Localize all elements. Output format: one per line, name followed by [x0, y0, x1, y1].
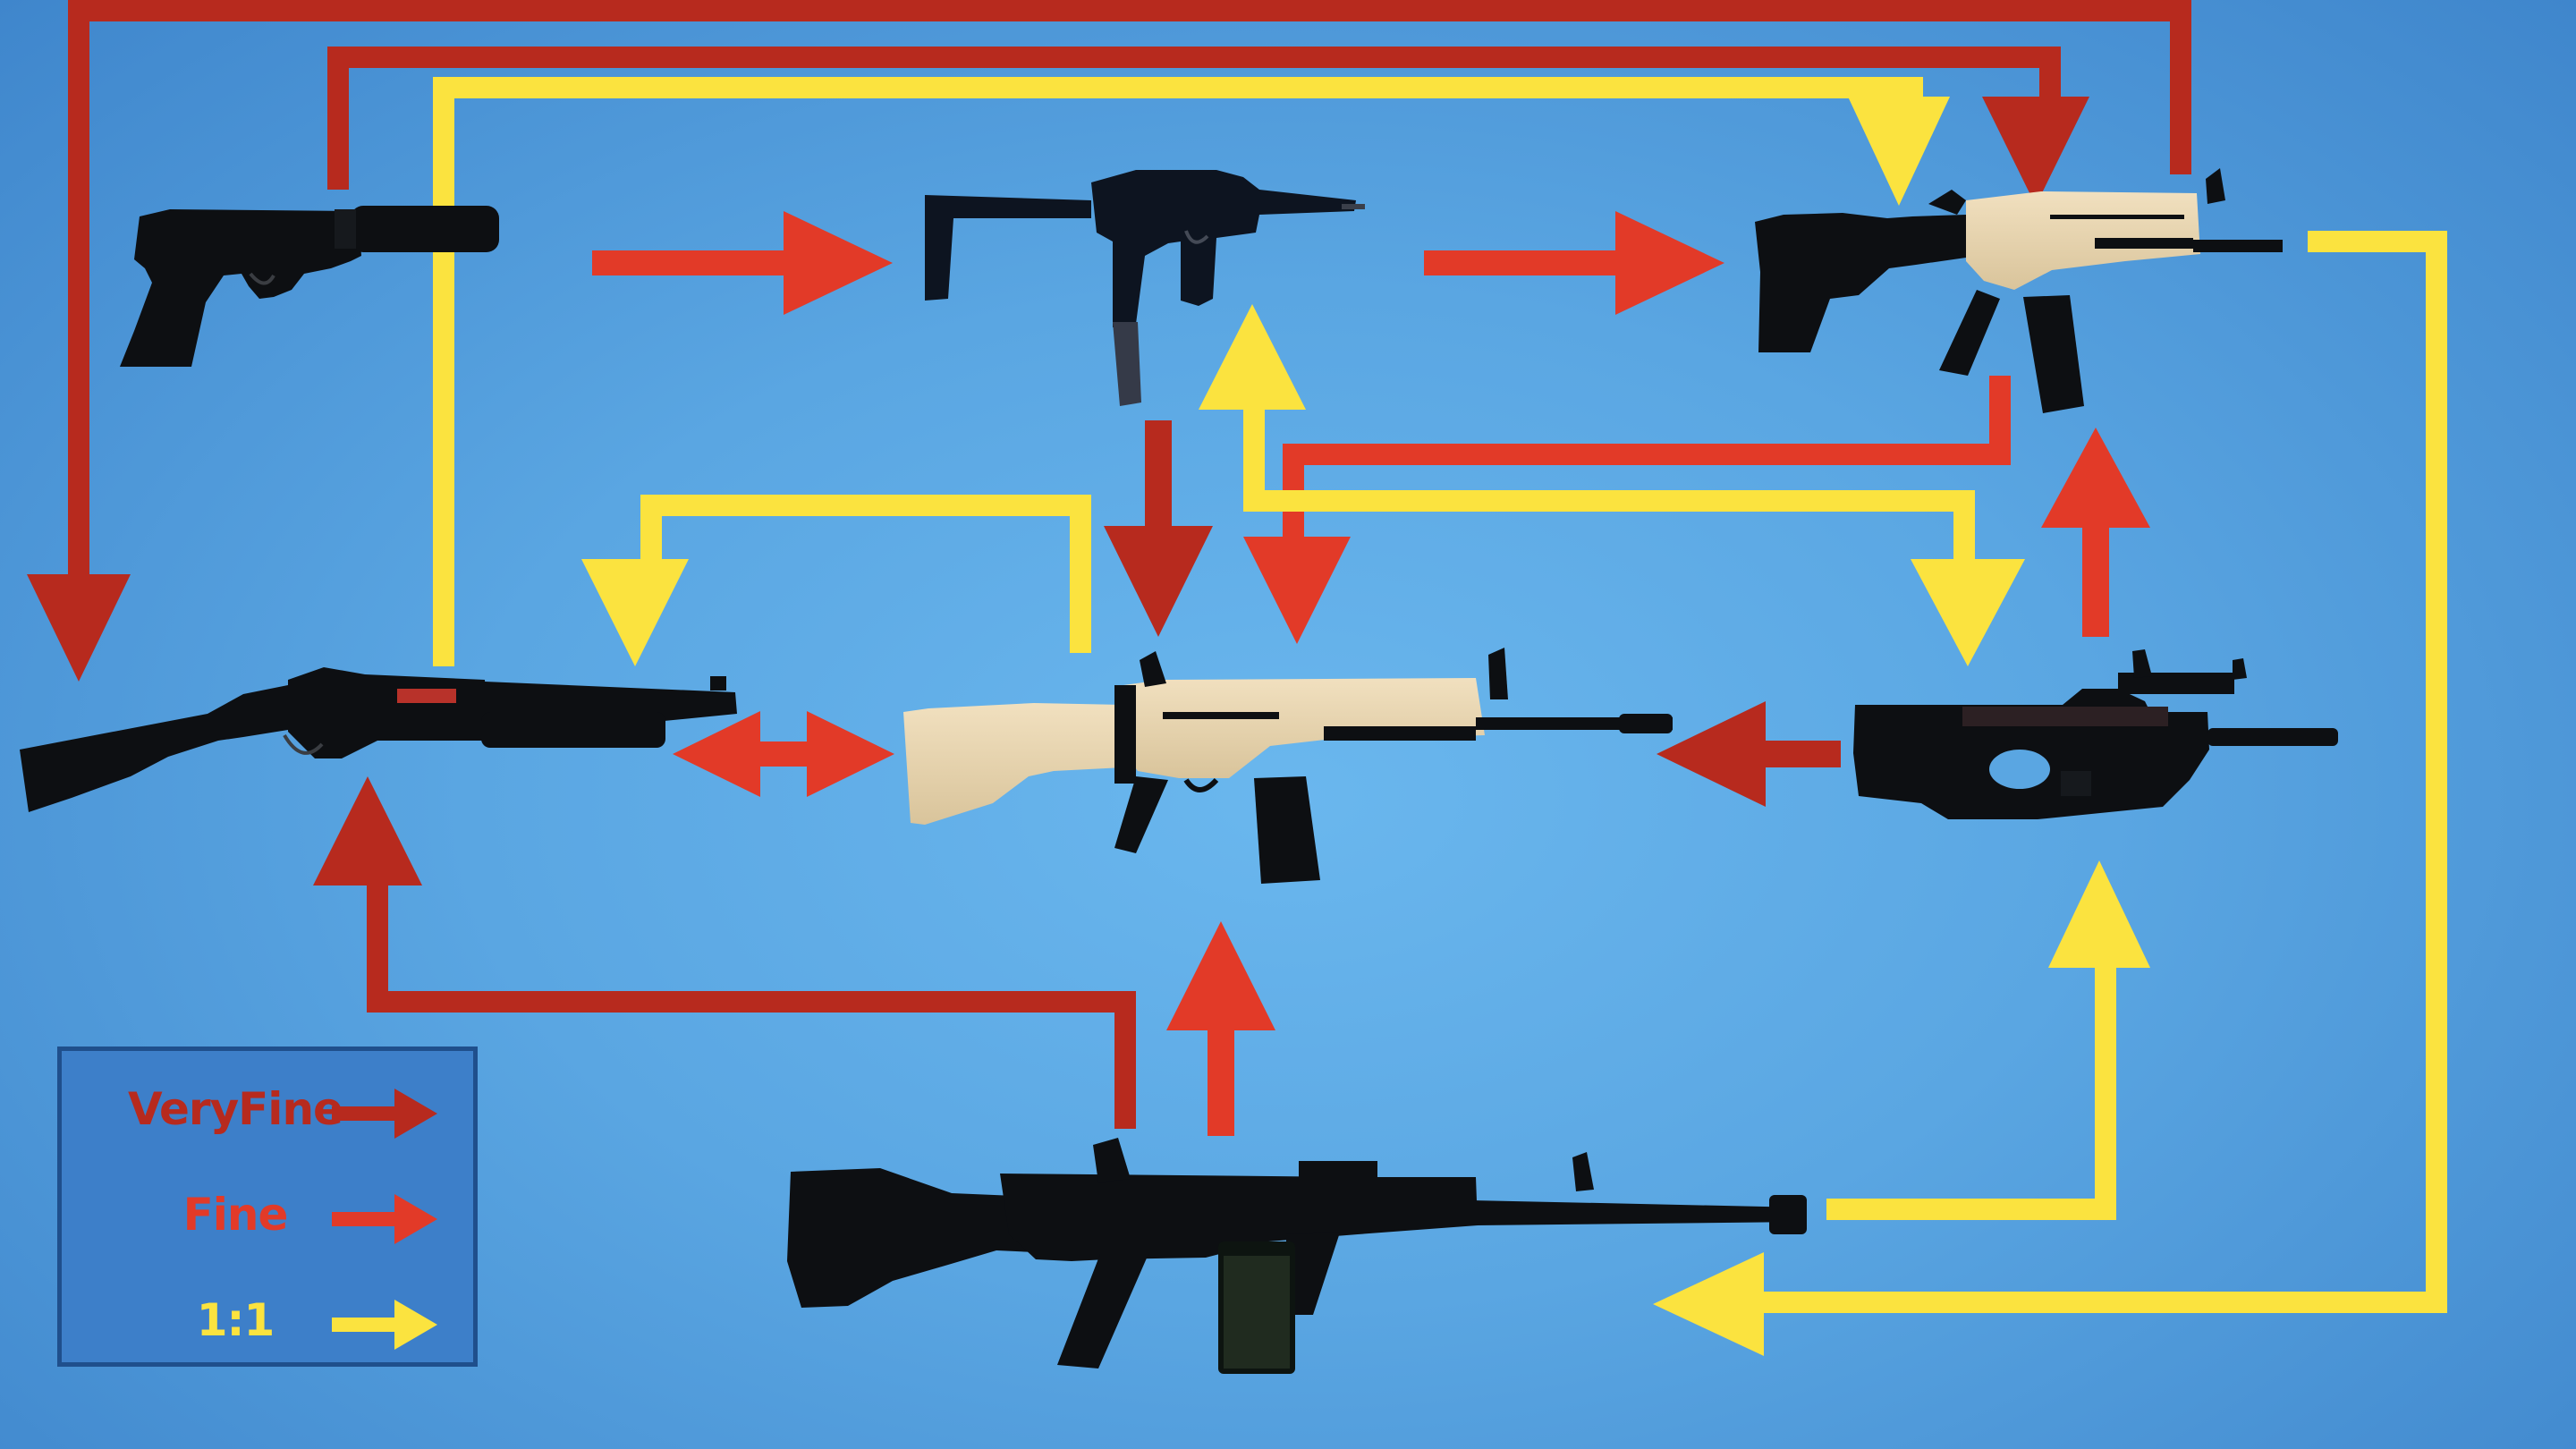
compact-smg-icon: [925, 170, 1365, 406]
carbine-magazine: [2023, 295, 2084, 413]
link-carbine-to-lmg-one-to-one: [1758, 231, 2447, 1313]
arrow-pdw-to-rifle-veryfine: [1657, 701, 1841, 807]
rifle-grip: [1114, 776, 1168, 853]
lmg-stock: [787, 1168, 1036, 1308]
legend-label-fine: Fine: [182, 1189, 289, 1241]
arrow-lmg-to-rifle-fine: [1166, 921, 1275, 1136]
arrow-smg-to-rifle-veryfine: [1104, 420, 1213, 637]
smg-magazine: [1113, 322, 1141, 406]
lmg-barrel: [1474, 1200, 1805, 1225]
head-into-shotgun-one-to-one: [581, 559, 689, 666]
link-smg-to-pdw-one-to-one: [1243, 452, 1975, 559]
link-rifle-to-shotgun-one-to-one: [640, 495, 1091, 653]
legend-row-veryfine: VeryFine: [62, 1076, 473, 1148]
link-lmg-to-shotgun-veryfine: [367, 881, 1136, 1129]
head-into-shotgun-veryfine-bottom: [313, 776, 422, 886]
suppressed-pistol-icon: [120, 206, 499, 367]
link-carbine-to-rifle-fine: [1283, 376, 2011, 544]
head-into-carbine-veryfine: [1982, 97, 2089, 206]
shotgun-receiver: [288, 667, 488, 758]
head-into-carbine-one-to-one: [1848, 97, 1950, 206]
legend-row-one-to-one: 1:1: [62, 1287, 473, 1359]
carbine-barrel: [2193, 240, 2283, 252]
head-into-pdw-one-to-one-bottom: [2048, 860, 2150, 968]
light-machine-gun-icon: [787, 1138, 1807, 1374]
head-into-smg-one-to-one: [1199, 304, 1306, 410]
link-lmg-to-pdw-one-to-one: [1826, 962, 2116, 1220]
tan-assault-rifle-icon: [903, 648, 1673, 884]
head-into-lmg-one-to-one: [1653, 1252, 1764, 1356]
legend-arrow-one-to-one-icon: [332, 1300, 437, 1350]
smg-stock: [925, 195, 1091, 301]
arrow-pdw-to-carbine-fine: [2041, 428, 2150, 637]
legend-arrow-fine-icon: [332, 1194, 437, 1244]
shotgun-pump: [481, 712, 665, 748]
legend-row-fine: Fine: [62, 1182, 473, 1253]
bullpup-pdw-icon: [1853, 649, 2338, 819]
carbine-stock: [1755, 213, 1966, 352]
arrow-pistol-to-smg-fine: [592, 211, 893, 315]
arrow-smg-to-carbine-fine: [1424, 211, 1724, 315]
carbine-grip: [1939, 290, 2000, 376]
pistol-body: [120, 209, 361, 367]
link-carbine-to-shotgun-veryfine: [68, 0, 2191, 581]
rifle-magazine: [1254, 776, 1320, 884]
head-into-pdw-one-to-one: [1911, 559, 2025, 666]
legend-arrow-veryfine-icon: [332, 1089, 437, 1139]
shotgun-stock: [20, 685, 288, 812]
tan-carbine-icon: [1755, 168, 2283, 413]
pump-shotgun-icon: [20, 667, 737, 812]
smg-body: [1091, 170, 1356, 327]
rifle-stock: [903, 703, 1123, 825]
pistol-suppressor: [351, 206, 499, 252]
shotgun-accent: [397, 689, 456, 703]
link-pistol-to-carbine-veryfine: [327, 47, 2061, 190]
lmg-bipod: [1286, 1233, 1340, 1315]
head-into-rifle-fine: [1243, 537, 1351, 644]
legend-label-veryfine: VeryFine: [128, 1083, 343, 1135]
legend-label-one-to-one: 1:1: [196, 1294, 275, 1346]
pdw-trigger-hole: [1989, 750, 2050, 789]
pdw-barrel: [2207, 728, 2338, 746]
link-shotgun-to-carbine-one-to-one: [433, 77, 1923, 666]
lmg-receiver: [1000, 1174, 1478, 1261]
arrow-shotgun-rifle-bidirectional-fine: [673, 711, 894, 797]
lmg-grip: [1057, 1254, 1148, 1368]
legend-box: VeryFine Fine 1:1: [57, 1046, 478, 1367]
head-into-shotgun-veryfine: [27, 574, 131, 682]
rifle-receiver: [1123, 678, 1485, 778]
